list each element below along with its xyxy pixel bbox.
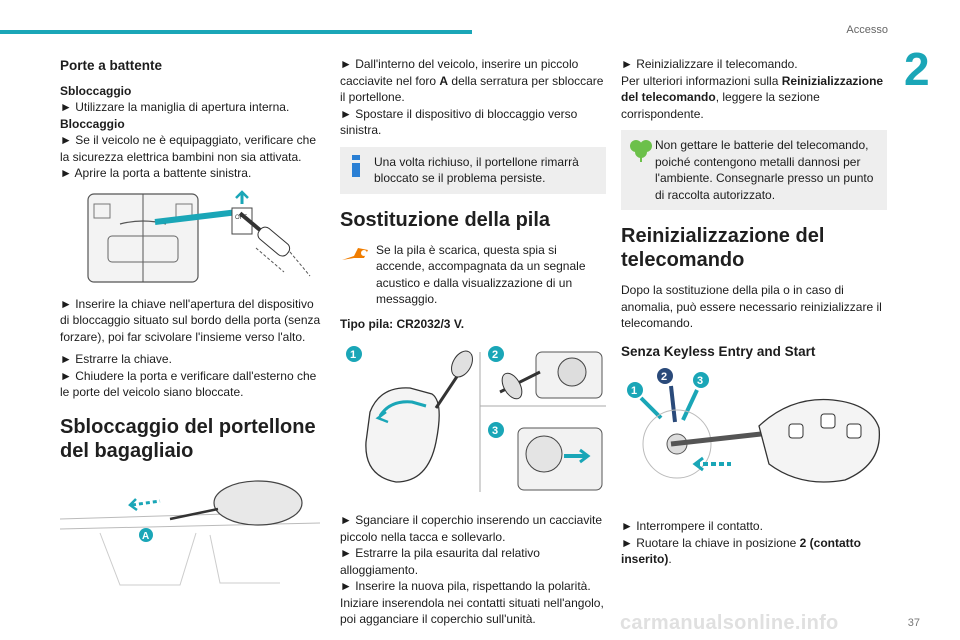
battery-intro: Se la pila è scarica, questa spia si acc… — [376, 242, 586, 307]
step-close-door: ► Chiudere la porta e verificare dall'es… — [60, 368, 317, 400]
step-turn-key: ► Ruotare la chiave in posizione 2 (cont… — [621, 535, 861, 567]
step-switch-off: ► Interrompere il contatto. — [621, 519, 763, 533]
tailgate-figure: A — [60, 479, 321, 585]
fig-label-3: 3 — [492, 425, 498, 437]
lock-label: Bloccaggio — [60, 116, 125, 131]
step-remove-key: ► Estrarre la chiave. — [60, 352, 172, 366]
more-info: Per ulteriori informazioni sulla Reinizi… — [621, 73, 884, 121]
unlock-step: ► Utilizzare la maniglia di apertura int… — [60, 100, 290, 114]
column-3: ► Reinizializzare il telecomando. Per ul… — [621, 56, 887, 568]
heading-reinit: Reinizializzazione del telecomando — [621, 225, 825, 271]
watermark: carmanualsonline.info — [620, 612, 839, 634]
unlock-label: Sbloccaggio — [60, 83, 132, 98]
lock-step-2: ► Aprire la porta a battente sinistra. — [60, 166, 252, 180]
step-reinit-remote: ► Reinizializzare il telecomando. — [621, 57, 798, 71]
column-2: ► Dall'interno del veicolo, inserire un … — [340, 56, 606, 628]
step-move-lock: ► Spostare il dispositivo di bloccaggio … — [340, 106, 578, 138]
battery-warning-icon — [342, 247, 368, 260]
heading-doors: Porte a battente — [60, 58, 163, 73]
info-note: Una volta richiuso, il portellone rimarr… — [340, 146, 606, 194]
key-label-3: 3 — [697, 375, 703, 387]
step-insert-key: ► Inserire la chiave nell'apertura del d… — [60, 296, 321, 344]
leaf-recycle-icon — [630, 140, 652, 162]
heading-tailgate: Sbloccaggio del portellone del bagagliai… — [60, 415, 316, 462]
step-insert-battery: ► Inserire la nuova pila, rispettando la… — [340, 579, 604, 626]
page-number: 37 — [907, 617, 920, 629]
info-icon — [352, 154, 360, 177]
eco-note: Non gettare le batterie del telecomando,… — [621, 130, 887, 210]
info-note-text: Una volta richiuso, il portellone rimarr… — [374, 154, 579, 186]
step-extract-battery: ► Estrarre la pila esaurita dal relativo… — [340, 546, 540, 577]
lock-step-1: ► Se il veicolo ne è equipaggiato, verif… — [60, 133, 317, 164]
door-lock-figure: OFF — [87, 189, 311, 283]
off-label: OFF — [235, 215, 247, 221]
heading-keyless: Senza Keyless Entry and Start — [621, 343, 816, 359]
key-label-2: 2 — [661, 371, 667, 383]
battery-replacement-figure: 1 2 3 — [346, 346, 606, 492]
key-label-1: 1 — [631, 385, 637, 397]
chapter-number: 2 — [904, 43, 930, 95]
figure-marker-a: A — [142, 531, 149, 542]
fig-label-2: 2 — [492, 349, 498, 361]
ignition-key-figure: 1 2 3 — [627, 368, 881, 483]
header-accent-bar — [0, 30, 472, 34]
section-title: Accesso — [846, 24, 888, 36]
heading-battery: Sostituzione della pila — [340, 208, 551, 231]
battery-type: Tipo pila: CR2032/3 V. — [340, 316, 465, 331]
fig-label-1: 1 — [350, 349, 356, 361]
column-1: Porte a battente Sbloccaggio ► Utilizzar… — [60, 56, 324, 603]
step-unclip-cover: ► Sganciare il coperchio inserendo un ca… — [340, 513, 603, 544]
battery-warning-row: Se la pila è scarica, questa spia si acc… — [340, 242, 606, 308]
step-interior: ► Dall'interno del veicolo, inserire un … — [340, 57, 604, 104]
eco-note-text: Non gettare le batterie del telecomando,… — [655, 138, 874, 202]
reinit-intro: Dopo la sostituzione della pila o in cas… — [621, 283, 882, 330]
